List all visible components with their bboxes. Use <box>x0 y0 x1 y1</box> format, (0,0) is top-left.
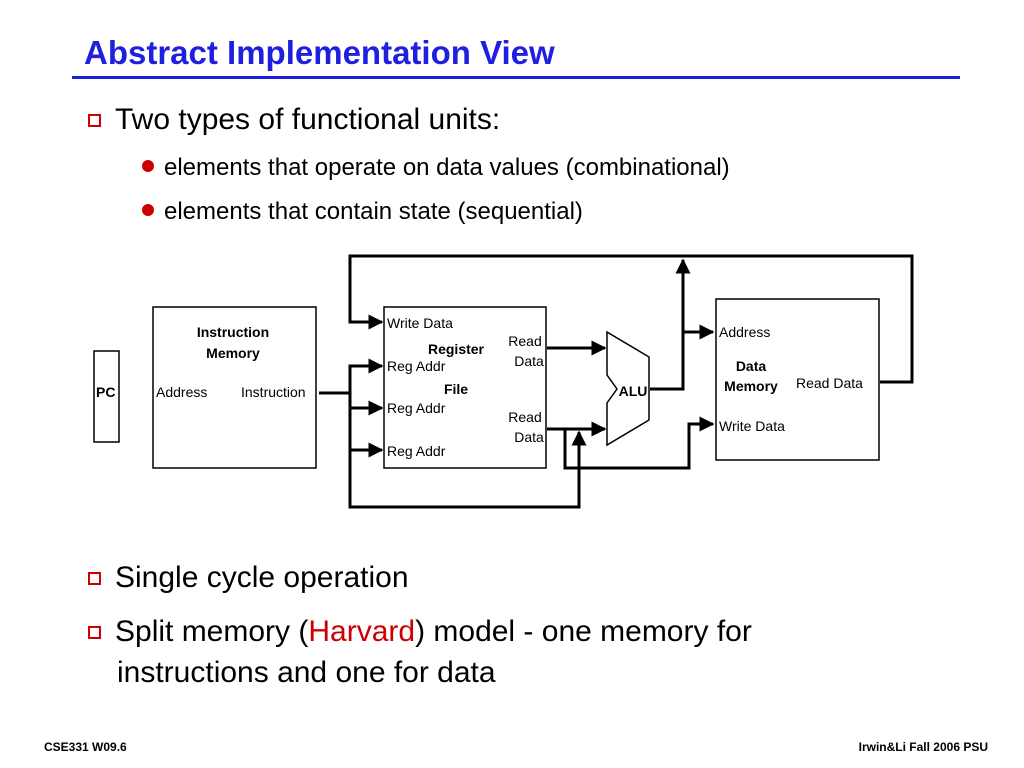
square-bullet-icon <box>88 572 101 585</box>
rf-write-data-label: Write Data <box>387 315 453 331</box>
dmem-read-data-label: Read Data <box>796 375 863 391</box>
pc-label: PC <box>96 384 115 400</box>
square-bullet-icon <box>88 626 101 639</box>
rf-title-line2: File <box>444 381 468 397</box>
instruction-memory-block <box>152 306 317 469</box>
bullet-single-cycle: Single cycle operation <box>88 560 409 596</box>
bullet-text: Two types of functional units: <box>115 103 501 136</box>
dmem-write-data-label: Write Data <box>719 418 785 434</box>
wire-bottom-loop <box>348 430 587 509</box>
sub-bullet-text: elements that contain state (sequential) <box>164 198 583 225</box>
wire-instr-regaddr3 <box>348 408 384 458</box>
rf-data-label-1: Data <box>514 353 544 369</box>
pc-register <box>93 350 120 443</box>
wire-writeback <box>348 254 914 384</box>
rf-title-line1: Register <box>428 341 485 357</box>
wire-readdata2-writedata <box>563 416 715 470</box>
alu-shape <box>606 330 650 447</box>
imem-instruction-label: Instruction <box>241 384 306 400</box>
rf-reg-addr-2: Reg Addr <box>387 400 446 416</box>
rf-read-label-2: Read <box>508 409 541 425</box>
sub-bullet-sequential: elements that contain state (sequential) <box>142 198 583 226</box>
register-file-block <box>383 306 547 469</box>
round-bullet-icon <box>142 204 154 216</box>
rf-read-label-1: Read <box>508 333 541 349</box>
dmem-address-label: Address <box>719 324 770 340</box>
footer-left: CSE331 W09.6 <box>44 740 127 754</box>
bullet-text-post: ) model - one memory for <box>415 615 752 648</box>
bullet-split-memory-continued: instructions and one for data <box>117 656 496 689</box>
bullet-split-memory: Split memory (Harvard) model - one memor… <box>88 614 752 650</box>
title-underline <box>72 76 960 79</box>
sub-bullet-combinational: elements that operate on data values (co… <box>142 154 730 182</box>
bullet-functional-units: Two types of functional units: <box>88 102 500 138</box>
round-bullet-icon <box>142 160 154 172</box>
sub-bullet-text: elements that operate on data values (co… <box>164 154 730 181</box>
bullet-text: Single cycle operation <box>115 561 409 594</box>
rf-reg-addr-3: Reg Addr <box>387 443 446 459</box>
data-memory-block <box>715 298 880 461</box>
dmem-title-line2: Memory <box>724 378 778 394</box>
bullet-text-pre: Split memory ( <box>115 615 309 648</box>
imem-title-line1: Instruction <box>197 324 269 340</box>
rf-data-label-2: Data <box>514 429 544 445</box>
rf-reg-addr-1: Reg Addr <box>387 358 446 374</box>
wire-instr-regaddr1 <box>319 358 384 395</box>
imem-title-line2: Memory <box>206 345 260 361</box>
wire-instr-regaddr2 <box>348 393 384 416</box>
dmem-title-line1: Data <box>736 358 767 374</box>
footer-right: Irwin&Li Fall 2006 PSU <box>858 740 988 754</box>
slide-title: Abstract Implementation View <box>84 34 555 71</box>
wire-alu-address <box>650 324 715 391</box>
square-bullet-icon <box>88 114 101 127</box>
harvard-highlight: Harvard <box>308 615 416 648</box>
imem-address-label: Address <box>156 384 207 400</box>
alu-label: ALU <box>619 383 648 399</box>
